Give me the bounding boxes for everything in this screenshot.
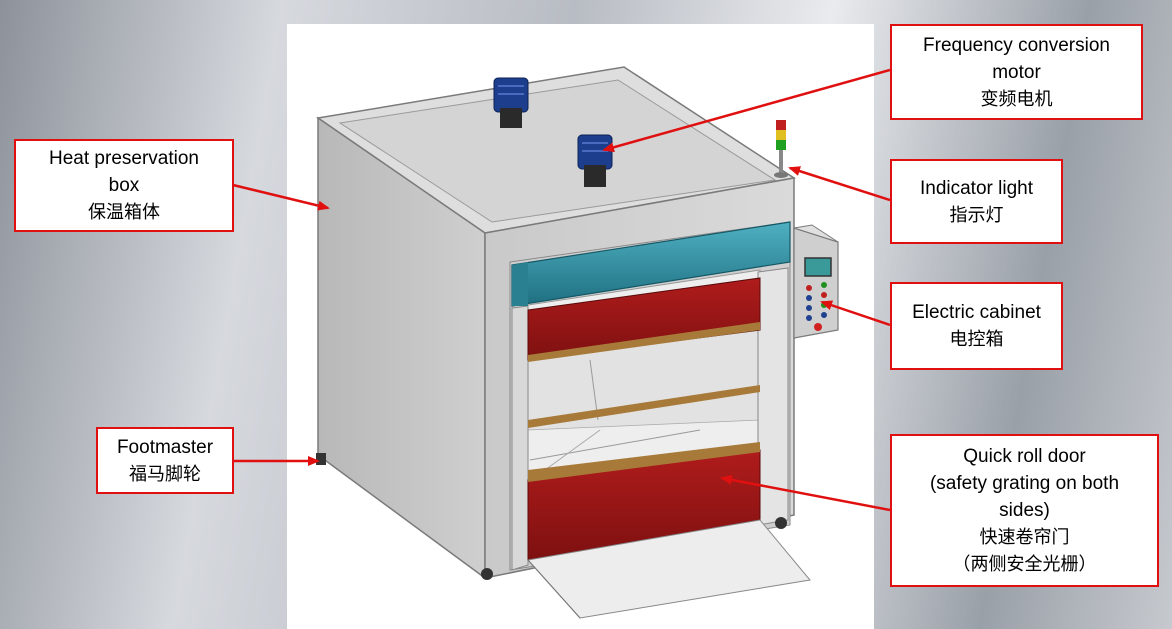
callout-heat-line2: box [108,175,140,196]
arrow-motor [602,68,891,153]
roller-housing [511,221,791,307]
callout-indicator-light: Indicator light 指示灯 [890,159,1063,244]
callout-electric-line2: 电控箱 [949,329,1004,350]
callout-electric-cabinet: Electric cabinet 电控箱 [890,282,1063,370]
callout-motor-line2: motor [992,61,1041,83]
arrow-electric [820,300,891,327]
motor-rear [493,77,529,128]
callout-motor-line3: 变频电机 [980,88,1053,110]
indicator-light-tower [774,120,788,178]
callout-frequency-motor: Frequency conversion motor 变频电机 [890,24,1143,120]
callout-indicator-line2: 指示灯 [949,204,1004,226]
callout-motor-line1: Frequency conversion [923,34,1110,56]
roll-door-panels [527,277,761,561]
callout-door-line5: （两侧安全光栅） [952,554,1097,575]
door-ramp [527,519,811,619]
arrow-heat-box [232,183,330,211]
roll-door-rails [511,267,789,571]
callout-door-line4: 快速卷帘门 [979,527,1070,548]
callout-heat-line1: Heat preservation [49,148,199,169]
callout-footmaster-line1: Footmaster [116,436,214,458]
casters [316,453,787,580]
callout-indicator-line1: Indicator light [919,177,1033,199]
callout-electric-line1: Electric cabinet [912,302,1041,323]
arrow-roll-door [720,474,891,512]
callout-quick-roll-door: Quick roll door (safety grating on both … [890,434,1159,587]
callout-footmaster: Footmaster 福马脚轮 [96,427,234,494]
callout-heat-line3: 保温箱体 [88,202,160,223]
callout-door-line1: Quick roll door [963,446,1086,467]
callout-door-line2: (safety grating on both [929,473,1120,494]
callout-door-line3: sides) [999,500,1050,521]
callout-heat-preservation-box: Heat preservation box 保温箱体 [14,139,234,232]
callout-footmaster-line2: 福马脚轮 [129,463,201,485]
arrow-indicator [788,166,891,202]
electric-cabinet [793,224,839,339]
